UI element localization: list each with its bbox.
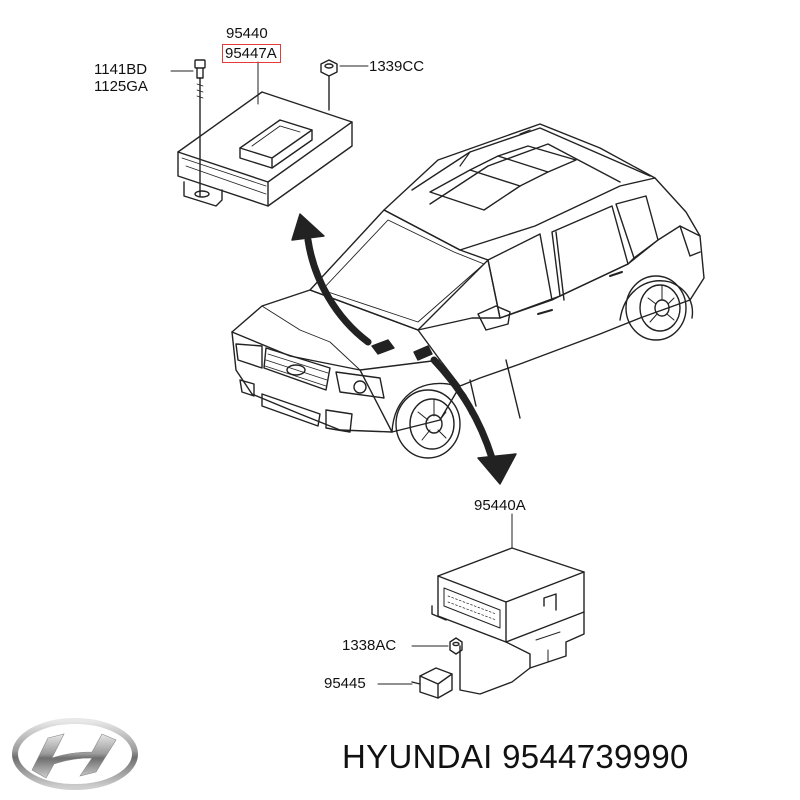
arrow-to-tcm [430, 356, 517, 485]
label-nut-top: 1339CC [369, 58, 425, 75]
nut-bottom-drawing [449, 637, 463, 655]
ecm-module-drawing [177, 91, 353, 207]
label-ecm-module-alt: 95447A [222, 44, 281, 63]
tcm-module-drawing [431, 547, 585, 695]
label-ecm-module: 95440 [226, 25, 268, 42]
label-nut-bottom: 1338AC [342, 637, 397, 654]
part-number: 9544739990 [502, 738, 689, 775]
label-bracket: 95445 [324, 675, 366, 692]
nut-top-drawing [320, 59, 338, 111]
brand-name: HYUNDAI [342, 738, 493, 775]
label-bolt-b: 1125GA [94, 78, 148, 95]
label-bolt-a: 1141BD [94, 61, 148, 78]
arrow-to-ecm [291, 213, 372, 346]
hyundai-logo-icon [12, 718, 138, 790]
brand-part-number: HYUNDAI 9544739990 [342, 740, 689, 773]
bracket-95445-drawing [411, 667, 453, 699]
label-tcm-module: 95440A [474, 497, 526, 514]
bolt-drawing [194, 59, 206, 197]
